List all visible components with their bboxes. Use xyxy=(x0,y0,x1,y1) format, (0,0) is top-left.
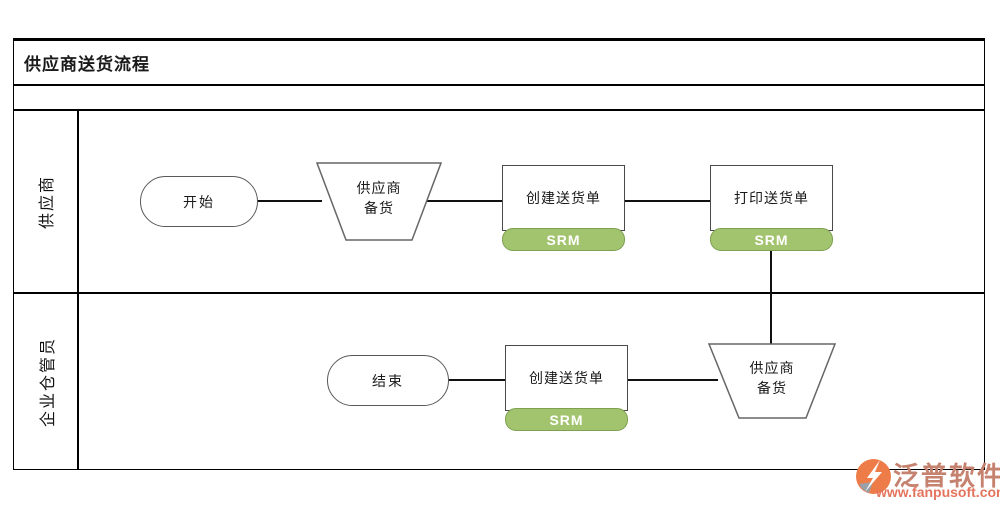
lane-supplier-label: 供应商 xyxy=(39,174,57,229)
prepare-node-bottom: 供应商 备货 xyxy=(708,343,836,419)
print-delivery-note-label: 打印送货单 xyxy=(734,190,809,206)
fanpu-logo-icon xyxy=(856,459,891,494)
trapezoid-shape xyxy=(708,343,836,419)
create-delivery-note-bottom-node: 创建送货单 xyxy=(505,345,628,411)
lane-warehouse-manager-label: 企业仓管员 xyxy=(39,336,57,427)
lane-warehouse-manager-header: 企业仓管员 xyxy=(14,294,79,469)
phase-band xyxy=(13,85,985,110)
srm-badge-create-bottom-label: SRM xyxy=(549,411,584,428)
prepare-node-top-line1: 供应商 xyxy=(356,180,402,197)
prepare-node-top-text: 供应商 备货 xyxy=(316,162,442,235)
end-node-label: 结束 xyxy=(372,372,404,389)
create-delivery-note-bottom-label: 创建送货单 xyxy=(529,370,604,386)
start-node: 开始 xyxy=(140,176,258,227)
end-node: 结束 xyxy=(327,355,449,406)
print-delivery-note-node: 打印送货单 xyxy=(710,165,833,231)
watermark-url: www.fanpusoft.com xyxy=(876,484,1000,500)
lane-supplier: 供应商 xyxy=(14,111,984,294)
lane-supplier-header: 供应商 xyxy=(14,111,79,292)
srm-badge-create-top: SRM xyxy=(502,228,625,251)
connector-print-to-prepare-bottom xyxy=(770,249,772,345)
connector-create-to-print xyxy=(623,200,712,202)
connector-prepare-to-create xyxy=(424,200,504,202)
start-node-label: 开始 xyxy=(183,193,215,210)
watermark-brand: 泛普软件 xyxy=(893,461,1000,491)
connector-start-to-prepare xyxy=(256,200,322,202)
prepare-node-bottom-line1: 供应商 xyxy=(749,359,795,376)
connector-end-to-create-bottom xyxy=(447,379,507,381)
connector-create-bottom-to-prepare-bottom xyxy=(626,379,718,381)
swimlane-container: 供应商 企业仓管员 xyxy=(13,110,985,470)
srm-badge-print-label: SRM xyxy=(754,231,789,248)
srm-badge-create-bottom: SRM xyxy=(505,408,628,431)
lane-warehouse-manager: 企业仓管员 xyxy=(14,294,984,469)
diagram-title-bar: 供应商送货流程 xyxy=(13,38,985,85)
page-title: 供应商送货流程 xyxy=(24,55,150,74)
trapezoid-shape xyxy=(316,162,442,241)
create-delivery-note-top-label: 创建送货单 xyxy=(526,190,601,206)
prepare-node-top: 供应商 备货 xyxy=(316,162,442,241)
prepare-node-bottom-text: 供应商 备货 xyxy=(708,343,836,413)
srm-badge-create-top-label: SRM xyxy=(546,231,581,248)
prepare-node-top-line2: 备货 xyxy=(364,200,394,217)
create-delivery-note-top-node: 创建送货单 xyxy=(502,165,625,231)
srm-badge-print: SRM xyxy=(710,228,833,251)
prepare-node-bottom-line2: 备货 xyxy=(757,379,787,396)
